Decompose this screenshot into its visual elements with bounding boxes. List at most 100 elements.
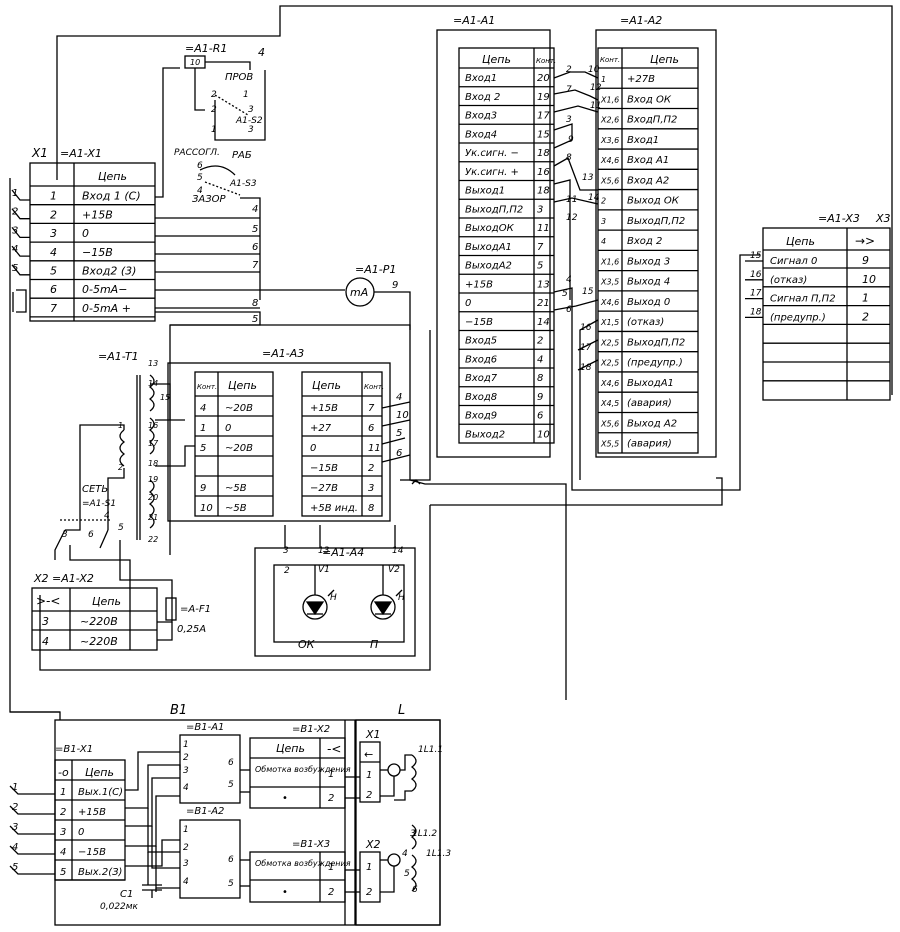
a2-ref: =A1-A2: [620, 14, 662, 27]
svg-text:5: 5: [404, 869, 410, 879]
svg-text:3: 3: [283, 546, 289, 556]
a1-pin: 19: [537, 92, 550, 103]
svg-text:3: 3: [410, 829, 416, 839]
p1-symbol: mA: [350, 286, 368, 299]
f1-fuse: =A-F1 0,25А: [165, 597, 211, 635]
svg-text:6: 6: [228, 758, 234, 768]
a2-pin: X5,6: [600, 176, 619, 185]
svg-text:1: 1: [183, 825, 189, 835]
b1-label: B1: [170, 703, 187, 718]
a2-signal: Вход1: [627, 135, 659, 146]
link-number: 17: [580, 343, 592, 353]
switch-wire-number: 6: [252, 242, 258, 253]
t1-winding-number: 13: [148, 359, 158, 368]
a2-signal: ВыходП,П2: [627, 216, 685, 227]
x1-left-wire-number: 5: [12, 263, 18, 274]
x1-left-wire-number: 4: [12, 244, 18, 255]
svg-text:6: 6: [197, 161, 203, 171]
link-number: 8: [566, 153, 572, 163]
svg-text:←: ←: [364, 748, 373, 761]
a1-signal: Выход2: [465, 429, 505, 440]
x2-header: Цепь: [92, 595, 121, 608]
x3-header: Цепь: [786, 235, 815, 248]
a2-signal: Вход 2: [627, 236, 662, 247]
svg-text:2: 2: [328, 793, 334, 804]
x3-wire-number: 15: [750, 251, 762, 261]
f1-ref: =A-F1: [180, 604, 211, 615]
a1-pin: 10: [537, 429, 550, 440]
a3-right-signal: +5В инд.: [310, 503, 358, 514]
a1-signal: ВыходА1: [465, 242, 512, 253]
b1-x1-header: Цепь: [85, 766, 114, 779]
a2-pin: X2,5: [600, 359, 619, 368]
svg-text:3: 3: [42, 615, 49, 628]
a1-pin: 4: [537, 354, 543, 365]
b1-x1-signal: −15В: [78, 847, 106, 858]
p1-wire: 9: [392, 280, 398, 291]
link-number: 6: [566, 305, 572, 315]
a3-right-signal: −15В: [310, 463, 338, 474]
svg-text:4: 4: [197, 186, 203, 196]
t1-winding-number: 15: [160, 393, 170, 402]
svg-text:2: 2: [211, 105, 217, 115]
a4-block: =A1-A4 3 13 14 2 V1 V2 H H ОК П: [254, 525, 416, 657]
a2-col-contact: Конт.: [600, 56, 620, 64]
link-number: 16: [580, 323, 592, 333]
a2-pin: X5,6: [600, 419, 619, 428]
svg-text:2: 2: [183, 753, 189, 763]
b1-x1-signal: +15В: [78, 807, 106, 818]
l-block: L X1 ← 1 2 X2 1 2 1L1.1 1L1.2 1L1.3 3 4 …: [345, 703, 451, 926]
a1-signal: −15В: [465, 317, 493, 328]
a2-signal: Выход 3: [627, 256, 670, 267]
a2-pin: X3,5: [600, 278, 619, 287]
svg-text:3: 3: [183, 766, 189, 776]
s1-ref: =A1-S1: [82, 499, 116, 509]
a3-col-contact-l: Конт.: [197, 383, 217, 391]
l13-label: 1L1.3: [426, 849, 451, 859]
c1-value: 0,022мк: [100, 902, 139, 912]
link-number: 11: [590, 101, 601, 111]
switch-wire-number: 5: [252, 224, 258, 235]
a3-left-pin: 4: [200, 403, 206, 414]
a3-left-signal: ~20В: [225, 403, 253, 414]
a3-right-pin: 2: [368, 463, 374, 474]
link-number: 3: [566, 115, 572, 125]
a1-signal: +15В: [465, 279, 493, 290]
x1-pin: 2: [50, 208, 57, 221]
svg-text:3: 3: [183, 859, 189, 869]
svg-text:14: 14: [392, 546, 404, 556]
a2-col-header: Цепь: [650, 53, 679, 66]
a1-signal: Вход5: [465, 336, 497, 347]
x3-pin: 9: [862, 254, 869, 267]
a1-signal: Вход1: [465, 73, 497, 84]
link-number: 12: [590, 83, 602, 93]
a3-wire-number: 10: [396, 410, 409, 421]
a2-signal: ВыходП,П2: [627, 337, 685, 348]
a2-pin: X4,6: [600, 379, 619, 388]
a3-col-signal-r: Цепь: [312, 379, 341, 392]
link-number: 12: [566, 213, 578, 223]
s3-label-1: РАССОГЛ.: [174, 148, 220, 158]
a3-right-pin: 3: [368, 483, 374, 494]
svg-text:2: 2: [284, 566, 290, 576]
x1-pin: 6: [50, 283, 57, 296]
a2-pin: 1: [601, 75, 606, 84]
a2-signal: (авария): [627, 439, 672, 450]
x1-pin: 4: [50, 246, 57, 259]
a2-signal: +27В: [627, 74, 655, 85]
x3-symbol: →>: [855, 234, 875, 248]
a3-right-signal: +15В: [310, 403, 338, 414]
svg-text:~220В: ~220В: [80, 615, 118, 628]
